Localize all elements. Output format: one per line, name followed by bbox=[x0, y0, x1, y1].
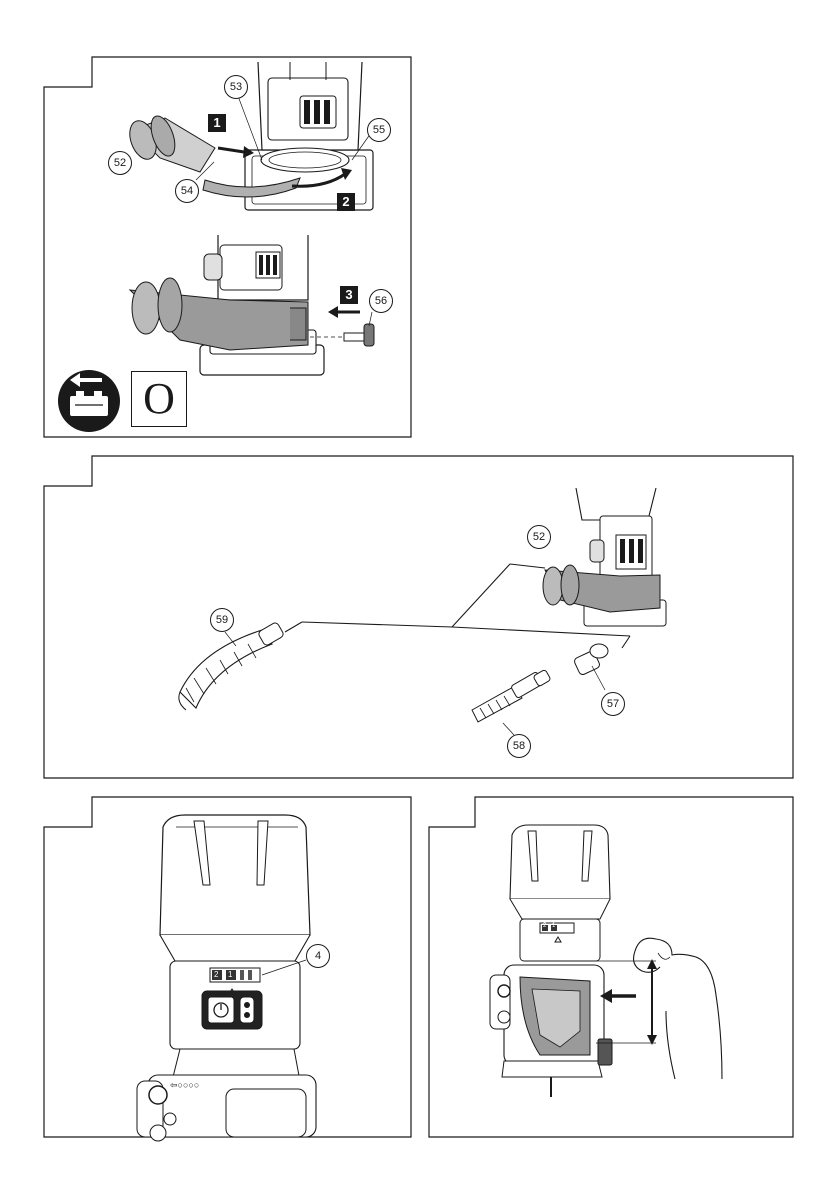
figure-panel-dust-extraction-connection: 52 57 58 59 bbox=[0, 440, 840, 785]
step-1-badge: 1 bbox=[208, 114, 226, 132]
speed-dial-mark-1: 1 bbox=[552, 923, 555, 929]
speed-dial-mark-2: 2 bbox=[543, 923, 546, 929]
speed-dial-mark-1: 1 bbox=[228, 970, 232, 979]
figure-panel-dust-nozzle-install: 52 53 54 55 56 1 2 3 O bbox=[0, 0, 840, 440]
callout-57: 57 bbox=[601, 692, 625, 716]
figure-panel-battery-insertion: 2 1 bbox=[420, 785, 840, 1191]
rotation-direction-mark: ⇦○○○○ bbox=[170, 1080, 199, 1091]
callout-53: 53 bbox=[224, 75, 248, 99]
callout-58: 58 bbox=[507, 734, 531, 758]
speed-dial-mark-2: 2 bbox=[214, 970, 218, 979]
callout-52: 52 bbox=[108, 151, 132, 175]
callout-59: 59 bbox=[210, 608, 234, 632]
callout-56: 56 bbox=[369, 289, 393, 313]
figure-panel-speed-dial: 4 2 1 ⇦○○○○ bbox=[0, 785, 420, 1191]
step-2-badge: 2 bbox=[337, 193, 355, 211]
remove-battery-icon bbox=[58, 370, 120, 432]
callout-54: 54 bbox=[175, 179, 199, 203]
battery-insertion-illustration bbox=[420, 785, 840, 1191]
dust-extraction-illustration bbox=[0, 440, 840, 785]
step-3-badge: 3 bbox=[340, 286, 358, 304]
callout-55: 55 bbox=[367, 118, 391, 142]
switch-off-symbol: O bbox=[131, 371, 187, 427]
speed-dial-illustration bbox=[0, 785, 420, 1191]
callout-52: 52 bbox=[527, 525, 551, 549]
callout-4: 4 bbox=[306, 944, 330, 968]
dust-nozzle-install-illustration bbox=[0, 0, 840, 440]
